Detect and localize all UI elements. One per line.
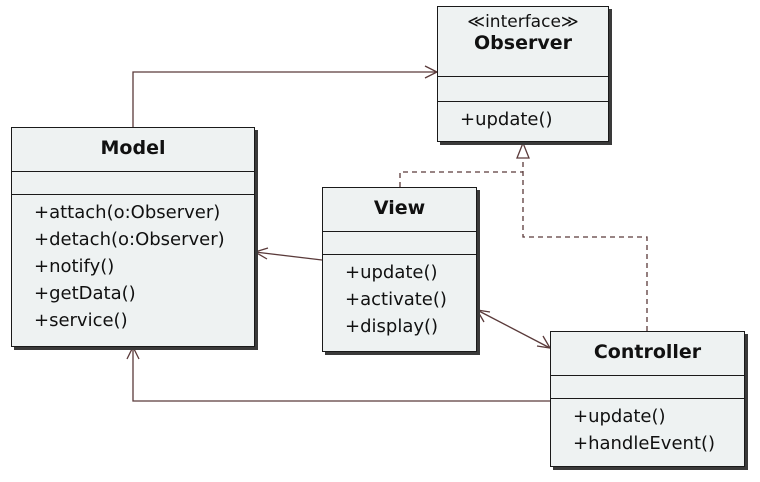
- observer-operations: +update(): [438, 102, 608, 133]
- model-name: Model: [100, 137, 166, 159]
- controller-header: Controller: [551, 332, 744, 376]
- model-header: Model: [12, 128, 254, 172]
- view-op: +update(): [345, 262, 438, 283]
- view-controller-association: [475, 309, 552, 349]
- controller-observer-realization: [516, 141, 648, 331]
- view-header: View: [323, 188, 476, 232]
- controller-op: +update(): [573, 406, 666, 427]
- model-op: +notify(): [34, 256, 115, 277]
- model-op: +getData(): [34, 283, 136, 304]
- controller-name: Controller: [593, 341, 702, 363]
- observer-stereotype: ≪interface≫: [467, 12, 579, 32]
- view-model-association: [253, 247, 323, 261]
- model-op: +service(): [34, 310, 128, 331]
- model-attributes: [12, 172, 254, 195]
- observer-class-box[interactable]: ≪interface≫ Observer +update(): [437, 6, 609, 142]
- controller-class-box[interactable]: Controller +update() +handleEvent(): [550, 331, 745, 467]
- view-class-box[interactable]: View +update() +activate() +display(): [322, 187, 477, 352]
- view-observer-realization: [399, 171, 523, 187]
- controller-operations: +update() +handleEvent(): [551, 399, 744, 457]
- model-op: +attach(o:Observer): [34, 202, 221, 223]
- view-attributes: [323, 232, 476, 255]
- observer-header: ≪interface≫ Observer: [438, 7, 608, 77]
- model-operations: +attach(o:Observer) +detach(o:Observer) …: [12, 195, 254, 334]
- controller-op: +handleEvent(): [573, 433, 716, 454]
- observer-op: +update(): [460, 109, 553, 130]
- view-name: View: [373, 197, 426, 219]
- controller-attributes: [551, 376, 744, 399]
- observer-name: Observer: [474, 32, 572, 54]
- controller-model-association: [126, 345, 550, 402]
- view-op: +activate(): [345, 289, 447, 310]
- view-op: +display(): [345, 316, 439, 337]
- view-operations: +update() +activate() +display(): [323, 255, 476, 340]
- model-op: +detach(o:Observer): [34, 229, 225, 250]
- model-observer-association: [132, 65, 439, 127]
- observer-attributes: [438, 77, 608, 102]
- model-class-box[interactable]: Model +attach(o:Observer) +detach(o:Obse…: [11, 127, 255, 347]
